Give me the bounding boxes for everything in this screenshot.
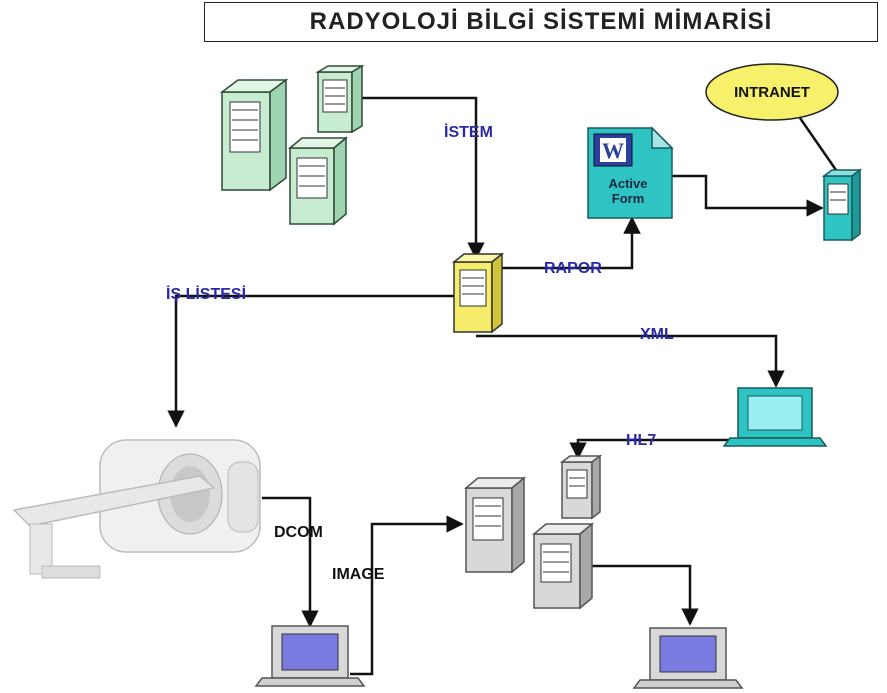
rapor-label: RAPOR [544, 260, 602, 277]
dcom-arrow [262, 496, 319, 628]
active-form-line2: Form [611, 191, 645, 206]
hl7-label: HL7 [626, 432, 657, 449]
word-icon-letter: W [602, 138, 624, 163]
istem-arrow [356, 96, 485, 260]
istem-server-bottom [287, 136, 349, 226]
intranet-node [705, 63, 839, 121]
server-to-monitor-arrow [584, 564, 699, 626]
active-form-label: Active Form [596, 176, 660, 206]
active-form-document: W [587, 126, 674, 219]
istem-server-top [315, 64, 365, 134]
archive-server [531, 522, 595, 610]
xml-label: XML [640, 326, 674, 343]
intranet-label: INTRANET [734, 84, 810, 101]
active-form-line1: Active [608, 176, 648, 191]
form-to-intranet-server-arrow [672, 174, 824, 217]
istem-server-large [219, 78, 289, 192]
his-terminal [722, 387, 828, 447]
modality-workstation [254, 625, 366, 687]
title-box: RADYOLOJİ BİLGİ SİSTEMİ MİMARİSİ [204, 2, 878, 42]
rapor-arrow [496, 216, 641, 270]
is-listesi-label: İŞ LİSTESİ [166, 286, 247, 303]
connector-lines [167, 96, 838, 676]
intranet-server [821, 168, 863, 242]
viewing-workstation [632, 627, 744, 689]
image-arrow [350, 515, 464, 676]
hl7-server [559, 454, 603, 520]
image-label: IMAGE [332, 566, 385, 583]
xml-arrow [476, 334, 785, 388]
diagram-title: RADYOLOJİ BİLGİ SİSTEMİ MİMARİSİ [309, 8, 773, 35]
istem-label: İSTEM [444, 124, 493, 141]
hl7-arrow [569, 438, 738, 460]
is-listesi-arrow [167, 294, 456, 428]
intranet-link [798, 117, 838, 171]
pacs-server-large [463, 476, 527, 574]
ris-central-server [451, 252, 505, 334]
ct-scanner [12, 439, 261, 579]
dcom-label: DCOM [274, 524, 323, 541]
